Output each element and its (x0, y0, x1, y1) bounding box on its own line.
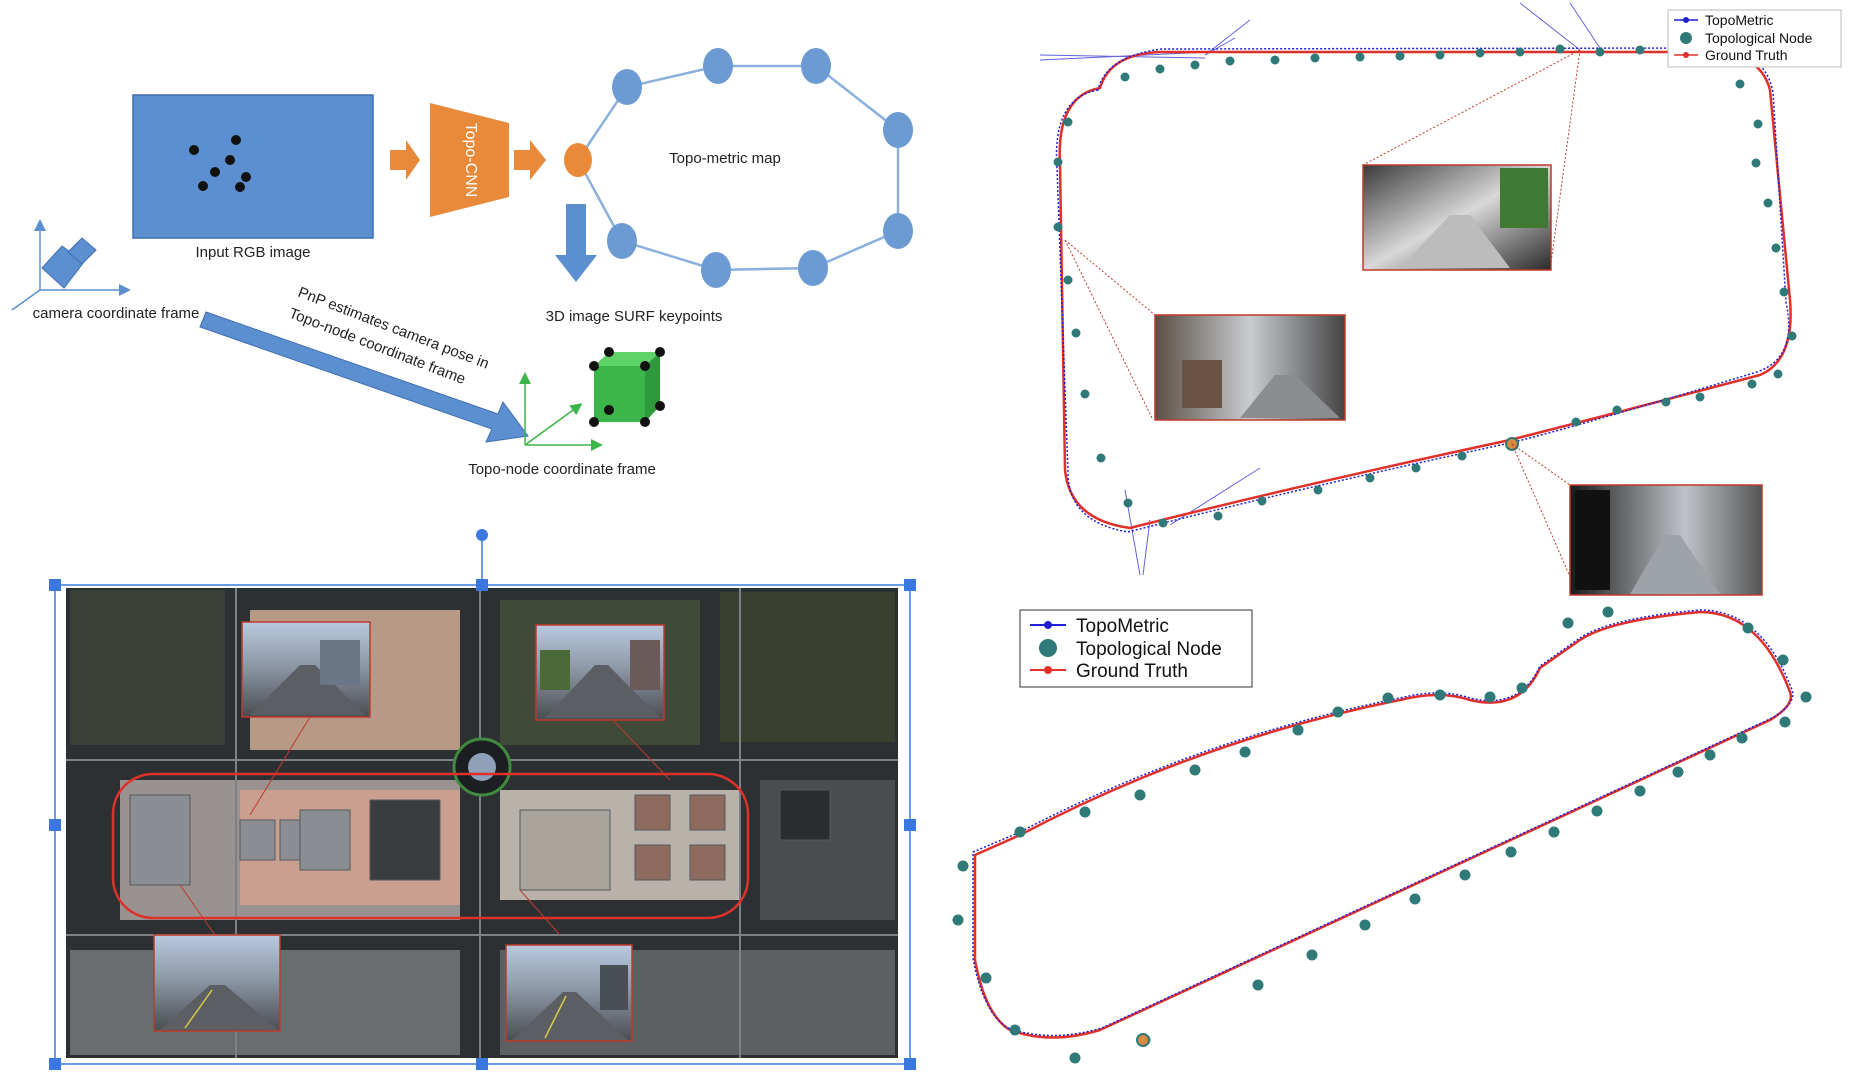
camera-frame-label: camera coordinate frame (33, 305, 200, 322)
city-inset-4 (505, 944, 633, 1042)
arrow-to-cnn (390, 140, 420, 180)
indoor-ground-truth-path (1058, 50, 1792, 530)
keypoint-cube (589, 347, 665, 427)
arrow-to-map (514, 140, 546, 180)
city-buildings (129, 789, 831, 891)
pnp-arrow (199, 311, 529, 443)
city-inset-3 (153, 934, 281, 1032)
outdoor-legend: TopoMetric Topological Node Ground Truth (1019, 609, 1253, 688)
outdoor-route (111, 772, 750, 920)
indoor-legend: TopoMetric Topological Node Ground Truth (1667, 9, 1842, 68)
indoor-legend-topometric: TopoMetric (1705, 12, 1773, 28)
topo-map-edges (576, 64, 900, 272)
indoor-inset-1 (1362, 164, 1552, 271)
outdoor-current-node (1136, 1033, 1150, 1047)
topo-map-nodes (607, 48, 913, 288)
resize-handles[interactable] (49, 579, 916, 1070)
indoor-legend-gt: Ground Truth (1705, 47, 1788, 63)
city-map-panel (49, 529, 916, 1070)
image-keypoints (189, 135, 251, 192)
indoor-legend-node: Topological Node (1705, 30, 1813, 46)
indoor-trajectory-plot: TopoMetric Topological Node Ground Truth (1039, 2, 1842, 596)
topo-map-label: Topo-metric map (669, 150, 781, 167)
input-image-label: Input RGB image (195, 244, 310, 261)
surf-label: 3D image SURF keypoints (546, 308, 723, 325)
city-inset-connectors (179, 716, 671, 936)
indoor-inset-2 (1154, 314, 1346, 421)
outdoor-legend-gt: Ground Truth (1076, 661, 1188, 682)
pipeline-diagram: Input RGB image Topo-CNN Topo-metric map… (11, 48, 913, 478)
input-rgb-image-box (132, 94, 374, 239)
current-topo-node (564, 143, 592, 177)
city-inset-1 (241, 621, 371, 718)
indoor-topometric-path (1055, 47, 1790, 533)
rotate-handle[interactable] (476, 529, 488, 541)
outdoor-ground-truth-path (973, 610, 1793, 1039)
city-inset-2 (535, 624, 665, 721)
camera-icon (11, 219, 131, 311)
topo-cnn-block (430, 103, 509, 217)
topo-frame-label: Topo-node coordinate frame (468, 461, 656, 478)
outdoor-legend-topometric: TopoMetric (1076, 616, 1169, 637)
indoor-topo-nodes (1053, 44, 1797, 528)
arrow-down-surf (555, 204, 597, 282)
roundabout-center (468, 753, 496, 781)
outdoor-trajectory-plot: TopoMetric Topological Node Ground Truth (952, 606, 1812, 1064)
topo-cnn-label: Topo-CNN (462, 123, 479, 198)
selection-frame[interactable] (49, 529, 916, 1070)
topo-node-frame-axes (519, 372, 603, 451)
outdoor-topo-nodes (952, 606, 1812, 1064)
indoor-inset-connectors (1064, 49, 1581, 596)
indoor-inset-3 (1569, 484, 1763, 596)
outdoor-legend-node: Topological Node (1076, 639, 1222, 660)
indoor-noise-rays (1039, 2, 1601, 576)
